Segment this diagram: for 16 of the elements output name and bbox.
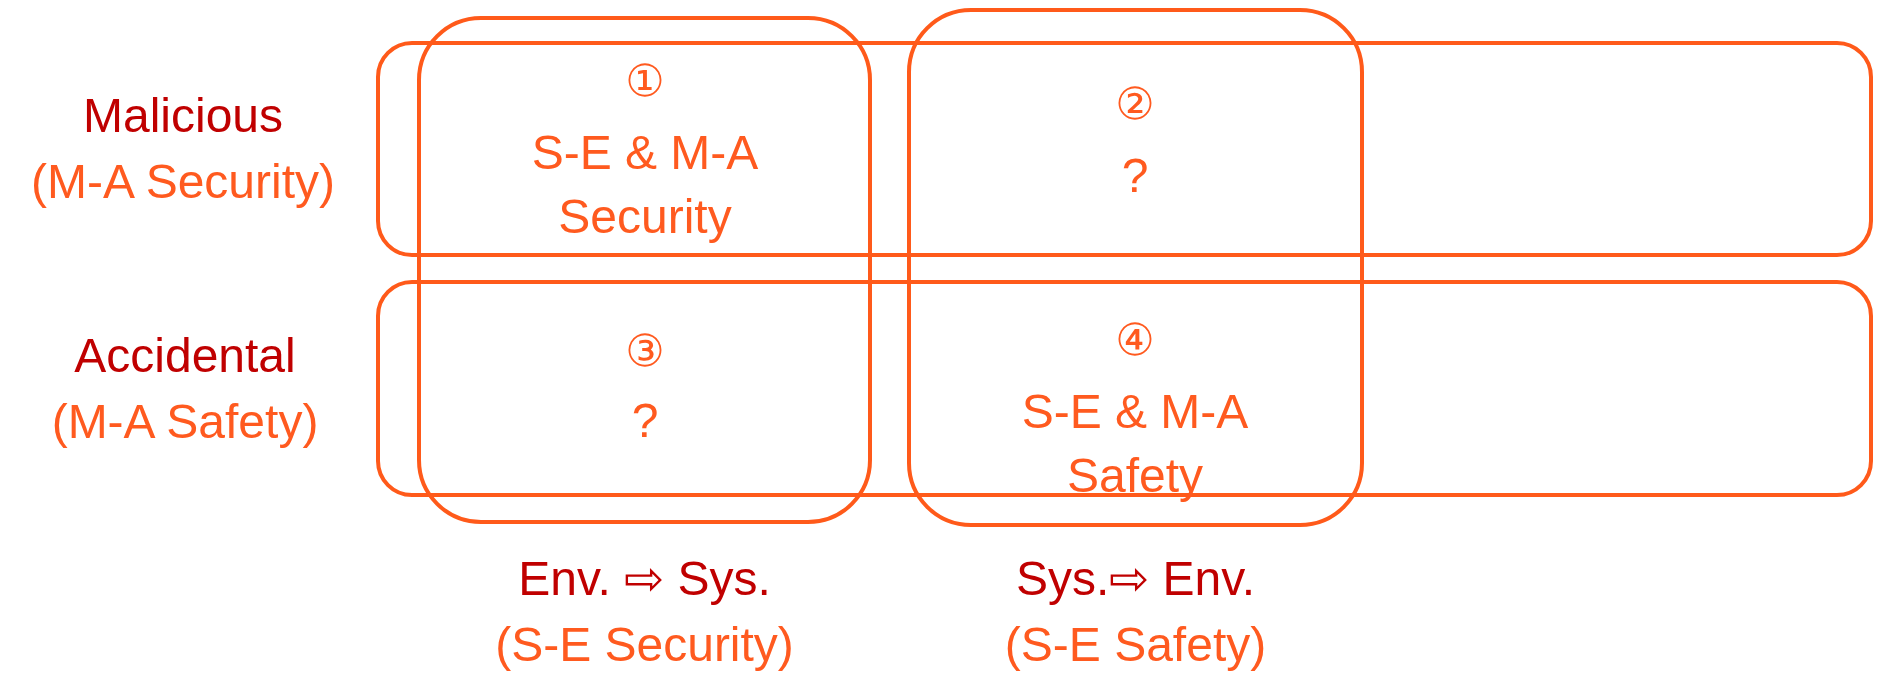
cell-number: ① [624,54,666,108]
cell-number: ④ [1114,313,1156,367]
category-heading: Sys.⇨ Env. [1015,551,1256,607]
category-subheading: (S-E Safety) [1004,617,1267,673]
cell-text: S-E & M-A Security [530,125,760,245]
cell-number: ③ [624,324,666,378]
cell-text: S-E & M-A Safety [1020,384,1250,504]
cell-text: ? [1120,148,1150,204]
category-subheading: (M-A Security) [31,154,335,210]
category-subheading: (S-E Security) [495,617,794,673]
category-heading: Malicious [82,88,284,144]
category-subheading: (M-A Safety) [51,393,319,450]
category-heading: Accidental [74,327,296,384]
cell-number: ② [1114,77,1156,131]
category-heading: Env. ⇨ Sys. [518,551,771,607]
cell-text: ? [630,393,660,449]
